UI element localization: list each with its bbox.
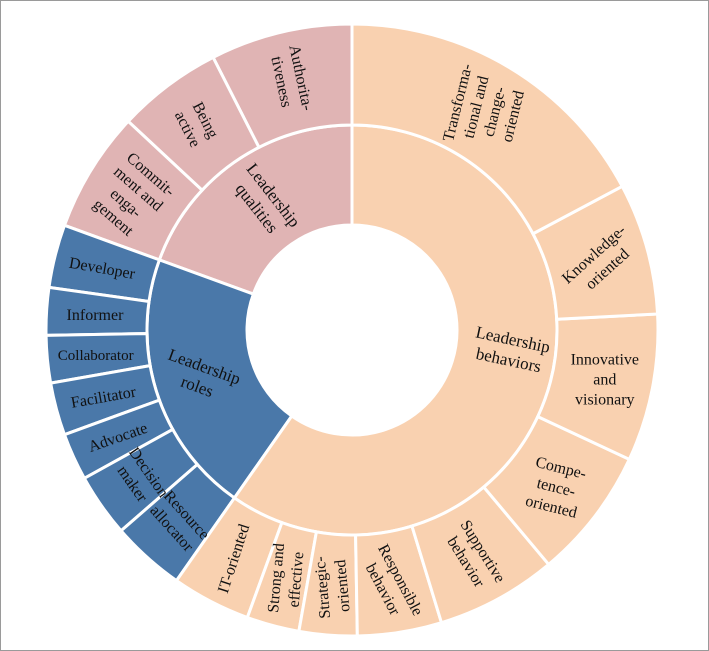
label-strong-and-effective: Strong andeffective [265,542,308,615]
segment-advocate [62,398,175,481]
segment-being-active [126,55,261,193]
segment-strategic-oriented [297,530,359,638]
segment-compe-tence-oriented [481,414,632,567]
segment-developer [47,223,162,304]
segment-commit-ment-and-enga-gement [62,119,205,262]
label-informer: Informer [67,307,125,324]
segment-innovative-and-visionary [535,312,660,462]
segment-it-oriented [174,495,284,620]
segment-decision-maker [82,427,200,533]
segment-knowledge-oriented [530,184,660,321]
segment-transforma-tional-and-change-oriented [350,22,625,236]
segment-collaborator [44,332,152,385]
label-strategic-oriented: Strategic-oriented [312,554,354,619]
center-hole [247,225,457,435]
segment-informer [44,285,151,337]
segment-resource-allocator [118,462,237,583]
segment-strong-and-effective [245,520,319,634]
segment-facilitator [48,363,162,437]
label-collaborator: Collaborator [58,348,134,364]
segment-supportive-behavior [410,484,551,625]
